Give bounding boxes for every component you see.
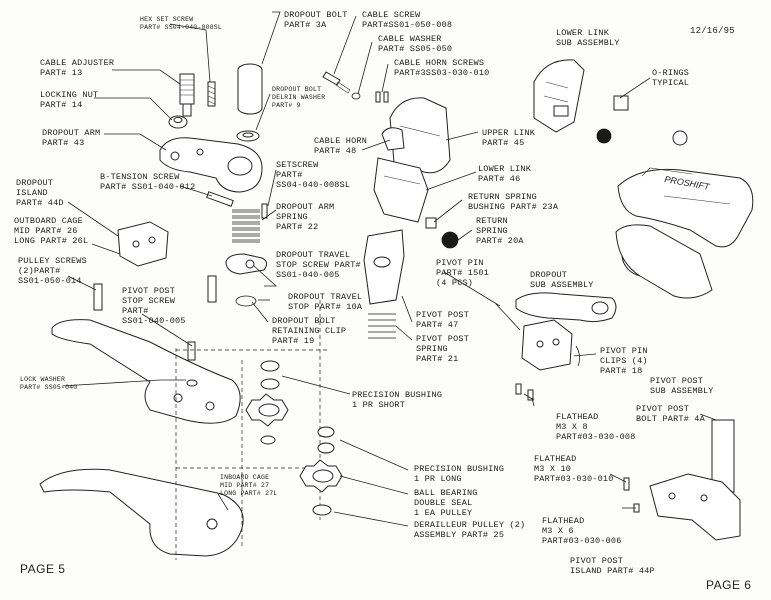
- label-flathead-m3x10: FLATHEADM3 X 10PART#03-030-010: [534, 454, 614, 484]
- label-cable-adjuster: CABLE ADJUSTERPART# 13: [40, 58, 114, 78]
- dropout-travel-stop-part: [226, 254, 267, 274]
- cable-adjuster-part: [180, 74, 194, 116]
- label-cable-horn: CABLE HORNPART# 48: [314, 136, 367, 156]
- dropout-bolt-part: [238, 64, 262, 114]
- label-dropout-arm-spring: DROPOUT ARMSPRINGPART# 22: [276, 202, 334, 232]
- lower-link-part: [374, 158, 428, 222]
- pivot-post-part: [364, 230, 404, 304]
- precision-bushing-short-part: [261, 361, 279, 389]
- delrin-washer-part: [237, 131, 259, 141]
- label-lower-link: LOWER LINKPART# 46: [478, 164, 531, 184]
- bushing-lower-part: [261, 436, 275, 444]
- upper-pulley-part: [246, 394, 288, 426]
- page-number-left: PAGE 5: [20, 562, 65, 576]
- label-dropout-arm: DROPOUT ARMPART# 43: [42, 128, 100, 148]
- setscrew-part: [262, 204, 267, 218]
- label-pivot-post-stop-screw: PIVOT POSTSTOP SCREWPART#SS01-040-005: [122, 286, 186, 326]
- assembled-derailleur: [616, 131, 753, 298]
- cable-horn-part: [382, 128, 404, 150]
- label-dropout-bolt: DROPOUT BOLTPART# 3A: [284, 10, 348, 30]
- dropout-arm-spring-part: [232, 210, 260, 242]
- hex-set-screw-part: [208, 82, 215, 106]
- label-pivot-post: PIVOT POSTPART# 47: [416, 310, 469, 330]
- return-spring-part: [442, 232, 458, 248]
- dropout-island-part: [118, 222, 168, 266]
- label-derailleur-pulley: DERAILLEUR PULLEY (2)ASSEMBLY PART# 25: [414, 520, 525, 540]
- precision-bushing-long-part: [318, 427, 334, 453]
- label-ball-bearing: BALL BEARINGDOUBLE SEAL1 EA PULLEY: [414, 488, 478, 518]
- lower-link-sub-assembly: [534, 60, 584, 132]
- label-pivot-post-bolt: PIVOT POSTBOLT PART# 4A: [636, 404, 705, 424]
- label-cable-screw: CABLE SCREWPART#SS01-050-008: [362, 10, 452, 30]
- label-cable-washer: CABLE WASHERPART# SS05-050: [378, 34, 452, 54]
- label-precision-bushing-long: PRECISION BUSHING1 PR LONG: [414, 464, 504, 484]
- label-inboard-cage: INBOARD CAGEMID PART# 27LONG PART# 27L: [220, 474, 277, 498]
- return-spring-bushing-part: [426, 218, 436, 228]
- flathead-screws-10: [624, 478, 629, 490]
- label-flathead-m3x8: FLATHEADM3 X 8PART#03-030-008: [556, 412, 636, 442]
- label-lower-link-sub-assembly: LOWER LINKSUB ASSEMBLY: [556, 28, 620, 48]
- label-dropout-sub-assembly: DROPOUTSUB ASSEMBLY: [530, 270, 594, 290]
- label-setscrew: SETSCREWPART#SS04-040-008SL: [276, 160, 350, 190]
- label-dropout-travel-stop: DROPOUT TRAVELSTOP PART# 10A: [288, 292, 362, 312]
- page-number-right: PAGE 6: [706, 578, 751, 592]
- label-dropout-island: DROPOUTISLANDPART# 44D: [16, 178, 64, 208]
- outboard-cage-part: [52, 320, 240, 424]
- label-pivot-pin: PIVOT PINPART# 1501(4 PCS): [436, 258, 489, 288]
- cable-horn-screws-part: [376, 92, 388, 102]
- label-dropout-bolt-delrin-washer: DROPOUT BOLTDELRIN WASHERPART# 9: [272, 86, 325, 110]
- cable-washer-part: [352, 93, 360, 99]
- lower-pulley-part: [300, 460, 342, 515]
- pivot-post-sub-assembly: [650, 420, 740, 540]
- label-flathead-m3x6: FLATHEADM3 X 6PART#03-030-006: [542, 516, 622, 546]
- label-b-tension-screw: B-TENSION SCREWPART# SS01-040-012: [100, 172, 195, 192]
- retaining-clip-part: [236, 296, 256, 306]
- o-rings-part: [597, 96, 628, 143]
- pivot-post-spring-part: [368, 314, 396, 338]
- date-stamp: 12/16/95: [690, 26, 735, 36]
- label-precision-bushing-short: PRECISION BUSHING1 PR SHORT: [352, 390, 442, 410]
- label-dropout-bolt-retaining-clip: DROPOUT BOLTRETAINING CLIPPART# 19: [272, 316, 346, 346]
- label-o-rings: O-RINGSTYPICAL: [652, 68, 689, 88]
- label-upper-link: UPPER LINKPART# 45: [482, 128, 535, 148]
- label-return-spring-bushing: RETURN SPRINGBUSHING PART# 23A: [468, 192, 558, 212]
- label-pivot-post-sub-assembly: PIVOT POSTSUB ASSEMBLY: [650, 376, 714, 396]
- label-pivot-post-spring: PIVOT POSTSPRINGPART# 21: [416, 334, 469, 364]
- label-locking-nut: LOCKING NUTPART# 14: [40, 90, 98, 110]
- label-outboard-cage: OUTBOARD CAGEMID PART# 26LONG PART# 26L: [14, 216, 88, 246]
- locking-nut-part: [169, 116, 187, 128]
- label-cable-horn-screws: CABLE HORN SCREWSPART#3SS03-030-010: [394, 58, 489, 78]
- label-dropout-travel-stop-screw: DROPOUT TRAVELSTOP SCREW PART#SS01-040-0…: [276, 250, 361, 280]
- label-return-spring: RETURNSPRINGPART# 20A: [476, 216, 524, 246]
- label-pivot-post-island: PIVOT POSTISLAND PART# 44P: [570, 556, 655, 576]
- label-pivot-pin-clips: PIVOT PINCLIPS (4)PART# 18: [600, 346, 648, 376]
- cable-screw-part: [323, 72, 350, 93]
- label-lock-washer: LOCK WASHERPART# SS05-040: [20, 376, 77, 392]
- inboard-cage-part: [40, 469, 243, 556]
- label-hex-set-screw: HEX SET SCREWPART# SS04-040-008SL: [140, 16, 222, 32]
- b-tension-screw-part: [207, 192, 233, 207]
- label-pulley-screws: PULLEY SCREWS(2)PART#SS01-050-014: [18, 256, 87, 286]
